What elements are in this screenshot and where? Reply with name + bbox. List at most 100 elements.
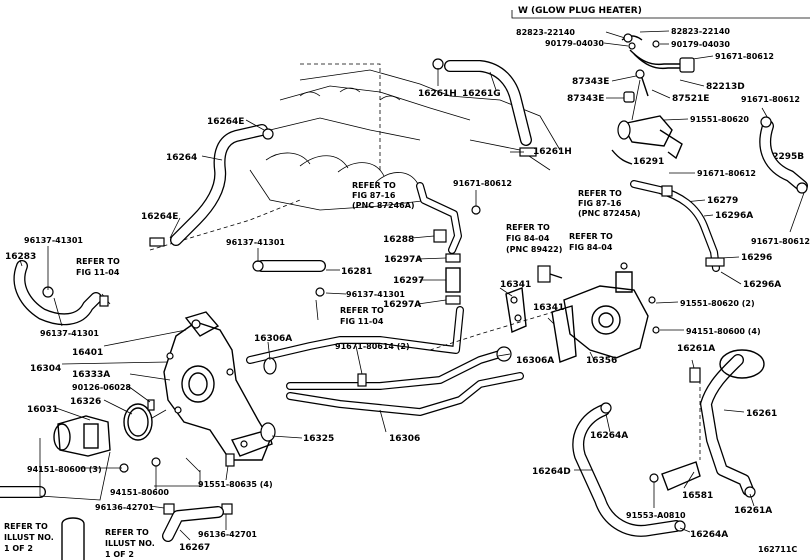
svg-text:REFER TO: REFER TO — [340, 306, 384, 315]
label-87521E: 87521E — [672, 94, 709, 104]
label-91671-80612-mid: 91671-80612 — [453, 179, 512, 188]
svg-text:REFER TO: REFER TO — [76, 257, 120, 266]
label-96137-41301-a: 96137-41301 — [24, 236, 83, 245]
label-96137-41301-b: 96137-41301 — [40, 329, 99, 338]
figure-code: 162711C — [758, 545, 797, 554]
label-16281: 16281 — [341, 267, 372, 277]
intake-manifold-sketch — [149, 63, 561, 251]
label-16306A-mid: 16306A — [516, 356, 554, 366]
label-91671-80612-gp4: 91671-80612 — [751, 237, 810, 246]
label-16297A-bot: 16297A — [383, 300, 421, 310]
label-16581: 16581 — [682, 491, 713, 501]
refer-fig-84-04: REFER TO FIG 84-04 — [569, 232, 613, 252]
label-16325: 16325 — [303, 434, 334, 444]
label-16304: 16304 — [30, 364, 61, 374]
label-16333A: 16333A — [72, 370, 110, 380]
lower-right-hoses — [572, 349, 765, 537]
label-96136-42701-b: 96136-42701 — [198, 530, 257, 539]
svg-text:(PNC 87246A): (PNC 87246A) — [352, 201, 415, 210]
label-16297: 16297 — [393, 276, 424, 286]
glow-plug-heater-group: W (GLOW PLUG HEATER) 82823-22140 82823-2… — [511, 6, 810, 290]
water-inlet-housing — [505, 262, 660, 363]
svg-text:1 OF 2: 1 OF 2 — [4, 544, 33, 553]
label-91551-80620: 91551-80620 — [690, 115, 749, 124]
label-91553-A0810: 91553-A0810 — [626, 511, 686, 520]
label-16261: 16261 — [746, 409, 777, 419]
label-16264A-mid: 16264A — [590, 431, 628, 441]
svg-text:REFER TO: REFER TO — [352, 181, 396, 190]
label-16341-a: 16341 — [500, 280, 531, 290]
label-94151-80600-4: 94151-80600 (4) — [686, 327, 761, 336]
label-96137-41301-c: 96137-41301 — [226, 238, 285, 247]
svg-text:(PNC 89422): (PNC 89422) — [506, 245, 562, 254]
label-16261H-mid: 16261H — [533, 147, 572, 157]
leader-lines — [19, 68, 755, 541]
label-16297A-top: 16297A — [384, 255, 422, 265]
label-94151-80600-3: 94151-80600 (3) — [27, 465, 102, 474]
label-16264E-left: 16264E — [141, 212, 178, 222]
refer-fig-11-04-left: REFER TO FIG 11-04 — [76, 257, 120, 277]
water-outlet-housing — [0, 311, 273, 560]
svg-text:REFER TO: REFER TO — [578, 189, 622, 198]
svg-text:ILLUST NO.: ILLUST NO. — [105, 539, 155, 548]
label-16296A-a: 16296A — [715, 211, 753, 221]
glow-plug-group-title: W (GLOW PLUG HEATER) — [518, 6, 642, 16]
label-16261A-top: 16261A — [677, 344, 715, 354]
svg-text:FIG 84-04: FIG 84-04 — [569, 243, 613, 252]
label-87343E-a: 87343E — [572, 77, 609, 87]
label-16341-b: 16341 — [533, 303, 564, 313]
svg-text:REFER TO: REFER TO — [4, 522, 48, 531]
label-82295B: 82295B — [766, 152, 804, 162]
label-16264D: 16264D — [532, 467, 571, 477]
label-16326: 16326 — [70, 397, 101, 407]
label-91671-80614-2: 91671-80614 (2) — [335, 342, 410, 351]
label-91671-80612-gp2: 91671-80612 — [741, 95, 800, 104]
label-91551-80635-4: 91551-80635 (4) — [198, 480, 273, 489]
label-16356: 16356 — [586, 356, 617, 366]
label-96137-41301-d: 96137-41301 — [346, 290, 405, 299]
svg-text:FIG 87-16: FIG 87-16 — [352, 191, 396, 200]
label-16283: 16283 — [5, 252, 36, 262]
refer-illust-left: REFER TO ILLUST NO. 1 OF 2 — [4, 522, 54, 553]
center-pipes — [246, 306, 561, 442]
label-16261G: 16261G — [462, 89, 501, 99]
label-82823-22140-a: 82823-22140 — [516, 28, 575, 37]
svg-text:REFER TO: REFER TO — [506, 223, 550, 232]
label-90179-04030-a: 90179-04030 — [545, 39, 604, 48]
label-90179-04030-b: 90179-04030 — [671, 40, 730, 49]
svg-text:REFER TO: REFER TO — [105, 528, 149, 537]
label-16296: 16296 — [741, 253, 772, 263]
label-16306: 16306 — [389, 434, 420, 444]
svg-text:FIG 87-16: FIG 87-16 — [578, 199, 622, 208]
label-16288: 16288 — [383, 235, 414, 245]
refer-illust-mid: REFER TO ILLUST NO. 1 OF 2 — [105, 528, 155, 559]
label-16267: 16267 — [179, 543, 210, 553]
label-94151-80600: 94151-80600 — [110, 488, 169, 497]
refer-fig-11-04-mid: REFER TO FIG 11-04 — [340, 306, 384, 326]
refer-fig-87-16-pnc-87246a: REFER TO FIG 87-16 (PNC 87246A) — [352, 181, 415, 210]
label-87343E-b: 87343E — [567, 94, 604, 104]
svg-text:REFER TO: REFER TO — [569, 232, 613, 241]
label-16291: 16291 — [633, 157, 664, 167]
label-16279: 16279 — [707, 196, 738, 206]
label-16306A-top: 16306A — [254, 334, 292, 344]
label-91551-80620-2: 91551-80620 (2) — [680, 299, 755, 308]
label-91671-80612-gp3: 91671-80612 — [697, 169, 756, 178]
left-hoses — [13, 260, 111, 326]
label-16031: 16031 — [27, 405, 58, 415]
label-16264: 16264 — [166, 153, 197, 163]
label-16264A-bot: 16264A — [690, 530, 728, 540]
glow-plug-leaders — [603, 30, 806, 285]
label-91671-80612-gp1: 91671-80612 — [715, 52, 774, 61]
svg-text:ILLUST NO.: ILLUST NO. — [4, 533, 54, 542]
top-hoses — [149, 58, 537, 321]
refer-fig-84-04-pnc-89422: REFER TO FIG 84-04 (PNC 89422) — [506, 223, 562, 254]
glow-plug-heater-parts — [611, 33, 808, 272]
svg-text:FIG 11-04: FIG 11-04 — [340, 317, 384, 326]
svg-text:FIG 11-04: FIG 11-04 — [76, 268, 120, 277]
label-16261H-top: 16261H — [418, 89, 457, 99]
label-82213D: 82213D — [706, 82, 745, 92]
label-96136-42701-a: 96136-42701 — [95, 503, 154, 512]
label-16264E-top: 16264E — [207, 117, 244, 127]
